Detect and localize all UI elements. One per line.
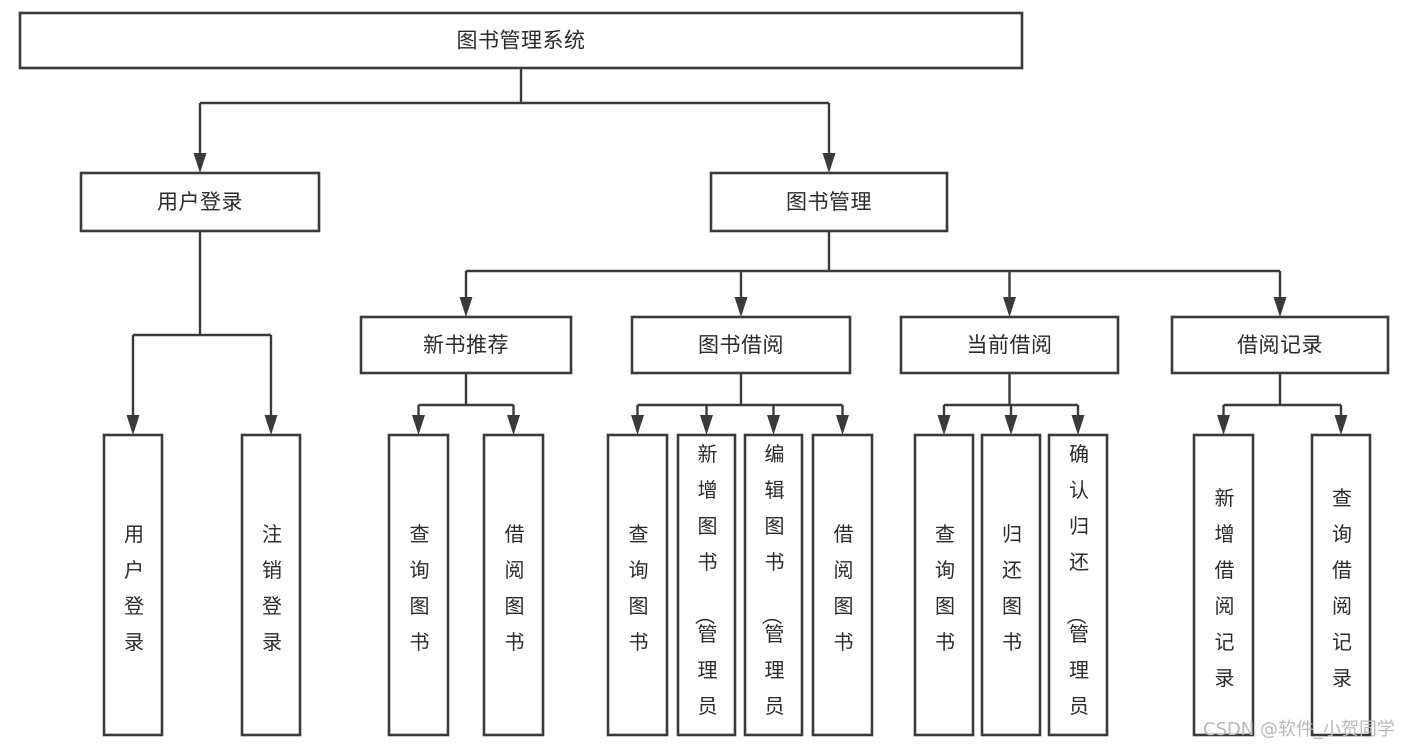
node-label: 新增借阅记录 (1215, 486, 1235, 690)
node-book-manage[interactable]: 图书管理 (709, 171, 949, 233)
node-box[interactable] (913, 433, 975, 737)
connector-group-book-borrow (631, 373, 849, 435)
arrow-head-icon (1003, 297, 1016, 317)
node-leaf-borrow-book-1[interactable]: 借阅图书 (482, 433, 545, 737)
node-label: 确认归还（管理员） (1064, 442, 1089, 747)
arrow-head-icon (700, 415, 713, 435)
node-label: 查询图书 (935, 522, 955, 654)
node-label: 查询图书 (410, 522, 430, 654)
arrow-head-icon (193, 153, 207, 173)
arrow-head-icon (126, 415, 140, 435)
node-box[interactable] (79, 171, 321, 233)
node-label: 查询借阅记录 (1332, 486, 1352, 690)
arrow-head-icon (767, 415, 780, 435)
arrow-head-icon (1334, 415, 1348, 435)
connector-group-root (193, 68, 836, 173)
node-box[interactable] (709, 171, 949, 233)
arrow-head-icon (264, 415, 278, 435)
node-label: 用户登录 (124, 522, 144, 654)
node-leaf-query-book-2[interactable]: 查询图书 (606, 433, 669, 737)
connector-group-book-manage (459, 231, 1287, 317)
node-leaf-return-book[interactable]: 归还图书 (980, 433, 1042, 737)
connector-group-user-login (126, 231, 278, 435)
node-box[interactable] (743, 433, 804, 737)
node-label: 归还图书 (1002, 522, 1022, 654)
node-label: 查询图书 (629, 522, 649, 654)
arrow-head-icon (836, 415, 849, 435)
arrow-head-icon (822, 153, 836, 173)
node-leaf-query-book-1[interactable]: 查询图书 (387, 433, 450, 737)
arrow-head-icon (734, 297, 748, 317)
connector-group-borrow-record (1217, 373, 1348, 435)
node-borrow-record[interactable]: 借阅记录 (1170, 315, 1390, 375)
connector-group-current-borrow (937, 373, 1085, 435)
arrow-head-icon (631, 415, 644, 435)
node-box[interactable] (811, 433, 874, 737)
node-leaf-query-record[interactable]: 查询借阅记录 (1310, 433, 1372, 737)
arrow-head-icon (507, 415, 520, 435)
node-leaf-confirm-return[interactable]: 确认归还（管理员） (1047, 433, 1109, 747)
node-label: 图书借阅 (698, 333, 784, 357)
node-leaf-edit-book[interactable]: 编辑图书（管理员） (743, 433, 804, 747)
node-leaf-query-book-3[interactable]: 查询图书 (913, 433, 975, 737)
node-leaf-user-login[interactable]: 用户登录 (102, 433, 164, 737)
node-book-borrow[interactable]: 图书借阅 (630, 315, 852, 375)
connector-layer (126, 68, 1348, 435)
node-box[interactable] (240, 433, 302, 737)
arrow-head-icon (1217, 415, 1230, 435)
node-label: 新增图书（管理员） (693, 442, 718, 747)
node-box[interactable] (387, 433, 450, 737)
node-current-borrow[interactable]: 当前借阅 (899, 315, 1120, 375)
node-label: 借阅图书 (505, 522, 525, 654)
node-root[interactable]: 图书管理系统 (18, 11, 1024, 70)
node-label: 用户登录 (157, 190, 243, 214)
node-label: 新书推荐 (423, 333, 509, 357)
arrow-head-icon (412, 415, 425, 435)
node-layer: 图书管理系统用户登录图书管理新书推荐图书借阅当前借阅借阅记录用户登录注销登录查询… (18, 11, 1390, 747)
node-label: 当前借阅 (967, 333, 1053, 357)
node-leaf-borrow-book-2[interactable]: 借阅图书 (811, 433, 874, 737)
node-box[interactable] (1047, 433, 1109, 737)
node-box[interactable] (18, 11, 1024, 70)
arrow-head-icon (1273, 297, 1287, 317)
arrow-head-icon (459, 297, 473, 317)
node-box[interactable] (630, 315, 852, 375)
node-box[interactable] (606, 433, 669, 737)
node-box[interactable] (359, 315, 573, 375)
arrow-head-icon (937, 415, 951, 435)
arrow-head-icon (1004, 415, 1018, 435)
node-box[interactable] (482, 433, 545, 737)
node-leaf-add-book[interactable]: 新增图书（管理员） (676, 433, 737, 747)
node-user-login[interactable]: 用户登录 (79, 171, 321, 233)
node-label: 编辑图书（管理员） (760, 442, 785, 747)
node-box[interactable] (899, 315, 1120, 375)
node-box[interactable] (1192, 433, 1255, 737)
arrow-head-icon (1071, 415, 1085, 435)
node-box[interactable] (102, 433, 164, 737)
node-leaf-logout[interactable]: 注销登录 (240, 433, 302, 737)
node-label: 借阅图书 (834, 522, 854, 654)
node-label: 图书管理 (786, 190, 872, 214)
node-label: 图书管理系统 (457, 29, 586, 53)
node-label: 注销登录 (262, 522, 282, 654)
node-box[interactable] (1310, 433, 1372, 737)
connector-group-new-book-rec (412, 373, 520, 435)
node-box[interactable] (1170, 315, 1390, 375)
node-box[interactable] (676, 433, 737, 737)
node-new-book-rec[interactable]: 新书推荐 (359, 315, 573, 375)
node-label: 借阅记录 (1237, 333, 1323, 357)
node-box[interactable] (980, 433, 1042, 737)
csdn-watermark: CSDN @软件_小贺同学 (1202, 719, 1395, 740)
node-leaf-add-record[interactable]: 新增借阅记录 (1192, 433, 1255, 737)
